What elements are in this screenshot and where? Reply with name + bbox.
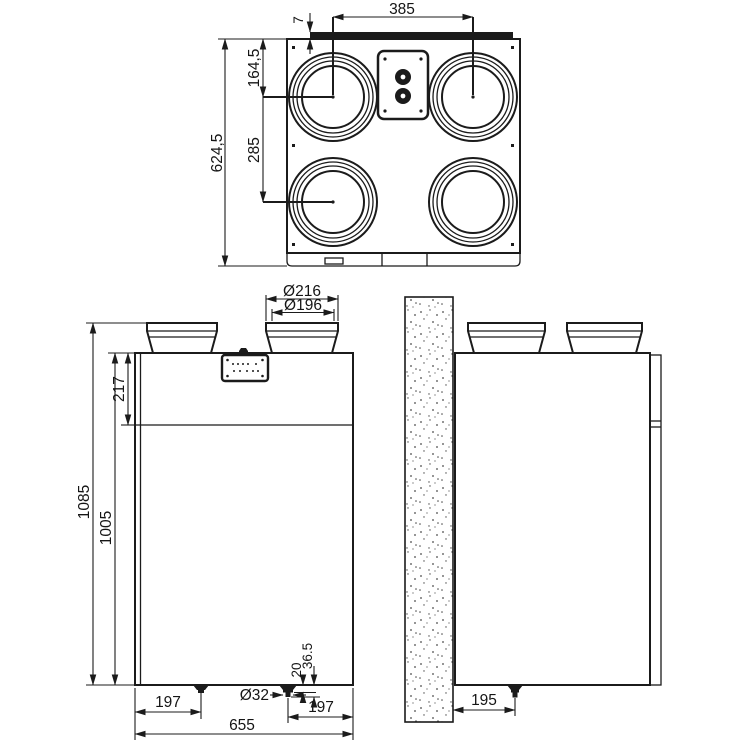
control-panel-knob [239,348,248,355]
wall [404,296,454,723]
dim-label-385: 385 [389,1,415,18]
dim-label-655: 655 [229,717,255,734]
dim-drain-pipe: Ø32 20 36.5 [240,643,320,708]
dim-label-197-right: 197 [308,699,334,716]
dim-label-624-5: 624,5 [209,134,226,173]
dim-label-20: 20 [289,662,304,677]
fastener-marks [292,46,514,246]
dim-label-195: 195 [471,692,497,709]
dim-label-1085: 1085 [76,485,93,519]
dim-port-offsets: 164,5 285 [246,38,335,204]
mounting-rail [310,32,513,39]
front-drain-right [279,685,297,697]
side-front-panel-edge [649,354,662,686]
top-view: 385 7 624,5 164,5 285 [209,1,521,267]
dim-label-7: 7 [291,16,306,24]
dim-drain-wall-offset: 195 [452,692,516,716]
port-bottom-right [428,157,518,247]
dim-label-164-5: 164,5 [246,49,263,88]
dim-depth: 624,5 [209,38,287,267]
side-body [454,352,651,686]
electrical-box [376,49,430,121]
dim-label-d32: Ø32 [240,687,269,704]
dim-label-217: 217 [111,376,128,402]
side-collar-right [566,322,643,354]
bottom-strip [286,253,521,267]
dim-bottom-widths: 197 197 655 [134,688,354,740]
side-drain [507,685,523,698]
dim-label-d216: Ø216 [283,283,321,300]
dim-collar-inner: Ø196 [271,297,335,321]
dim-label-36-5: 36.5 [300,643,315,669]
dim-heights: 217 1005 1085 [76,322,147,686]
dim-label-197-left: 197 [155,694,181,711]
front-collar-right [265,322,339,354]
dim-port-centers: 385 [331,1,475,99]
dim-collar-outer: Ø216 [265,283,339,321]
dim-rail-offset: 7 [291,13,314,54]
front-drain-left [193,685,209,693]
front-body [134,352,354,686]
side-view: 195 [404,296,662,723]
front-view: Ø216 Ø196 217 1005 1085 [76,283,354,740]
control-panel [220,348,270,383]
side-collar-left [467,322,546,354]
dim-label-1005: 1005 [98,511,115,545]
strip-tab [324,257,344,265]
dim-label-d196: Ø196 [284,297,322,314]
front-collar-left [146,322,218,354]
dim-label-285: 285 [246,137,263,163]
